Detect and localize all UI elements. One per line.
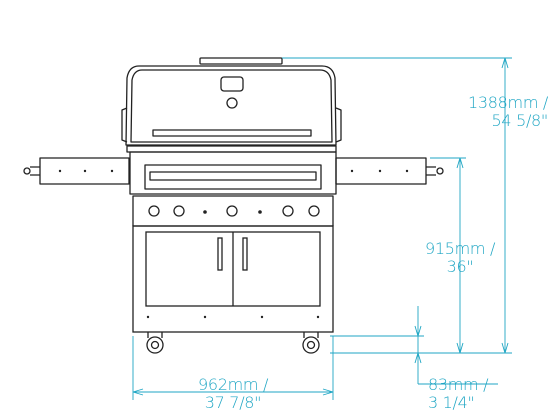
- knob-panel: [132, 195, 334, 227]
- left-towel-bar: [30, 166, 40, 176]
- clearance-metric: 83mm /: [428, 375, 489, 394]
- left-caster-icon: [146, 336, 164, 354]
- width-metric: 962mm /: [197, 375, 269, 394]
- clearance-label: 83mm / 3 1/4": [428, 376, 518, 412]
- hood-lip: [126, 145, 337, 153]
- drawer-handle: [149, 171, 317, 181]
- thermometer-icon: [220, 76, 244, 92]
- total-height-label: 1388mm / 54 5/8": [448, 94, 548, 130]
- counter-height-imperial: 36": [446, 257, 474, 276]
- igniter-right-icon: [258, 210, 262, 214]
- right-door-handle: [242, 237, 248, 271]
- hood-handle: [152, 129, 312, 137]
- cart: [132, 225, 334, 354]
- hood-right-bracket: [335, 107, 342, 143]
- knob-1-icon: [148, 205, 160, 217]
- clearance-imperial: 3 1/4": [428, 393, 475, 412]
- hood-knob-icon: [226, 97, 238, 109]
- knob-2-icon: [173, 205, 185, 217]
- total-height-metric: 1388mm /: [468, 93, 548, 112]
- counter-height-label: 915mm / 36": [412, 240, 508, 276]
- cart-body: [132, 225, 334, 333]
- knob-3-icon: [226, 205, 238, 217]
- counter-height-metric: 915mm /: [424, 239, 496, 258]
- right-caster-icon: [302, 336, 320, 354]
- hood-top-vent: [199, 57, 283, 65]
- left-door-handle: [217, 237, 223, 271]
- total-height-imperial: 54 5/8": [491, 111, 549, 130]
- hood: [125, 65, 337, 146]
- left-towel-bar-end: [23, 167, 31, 175]
- burner-knobs: [148, 205, 320, 217]
- knob-4-icon: [282, 205, 294, 217]
- hood-left-bracket: [121, 107, 128, 143]
- hood-inner-edge: [130, 69, 333, 143]
- width-label: 962mm / 37 7/8": [183, 376, 283, 412]
- knob-5-icon: [308, 205, 320, 217]
- grill-outline: [23, 57, 444, 227]
- left-side-shelf: [39, 157, 130, 185]
- right-towel-bar: [426, 166, 436, 176]
- right-towel-bar-end: [436, 167, 444, 175]
- igniter-left-icon: [203, 210, 207, 214]
- dimension-lines: [132, 57, 512, 400]
- width-imperial: 37 7/8": [204, 393, 262, 412]
- grease-tray-drawer: [144, 164, 322, 190]
- control-panel-frame: [129, 151, 337, 195]
